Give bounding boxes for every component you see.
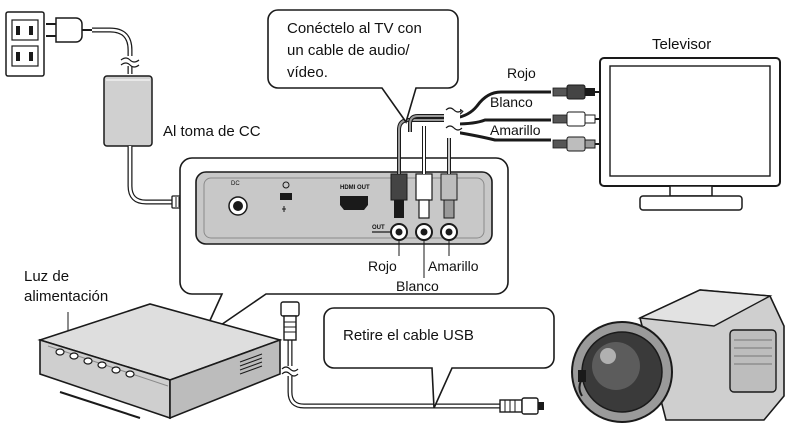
tv-label: Televisor <box>652 36 712 53</box>
blanco-cable-label: Blanco <box>490 94 533 110</box>
av-jacks <box>372 223 458 241</box>
dc-jack-icon <box>228 196 248 216</box>
dc-cord <box>127 146 172 205</box>
amarillo-jack-label: Amarillo <box>428 258 479 274</box>
rca-plug-white-icon <box>552 111 600 127</box>
wall-outlet-icon <box>5 11 45 77</box>
usb-plug-side-icon <box>499 397 544 415</box>
cord-break-mark <box>120 56 140 68</box>
usb-callout-text: Retire el cable USB <box>343 327 474 344</box>
usb-plug-top-icon <box>280 301 300 341</box>
power-light-label-line-2: alimentación <box>24 288 109 305</box>
power-cord <box>92 27 133 74</box>
hdmi-port-label: HDMI OUT <box>340 185 370 191</box>
tv-connection-callout <box>267 9 459 124</box>
hdmi-port-icon <box>340 196 368 210</box>
dvd-burner-icon <box>37 303 283 420</box>
power-plug-icon <box>46 17 92 43</box>
camcorder-icon <box>571 289 785 423</box>
dc-port-label: DC <box>231 181 240 187</box>
tv-callout-line-3: vídeo. <box>287 64 328 81</box>
rca-plug-yellow-icon <box>552 136 600 152</box>
jack-label-leaders <box>398 240 450 278</box>
blanco-jack-label: Blanco <box>396 278 439 294</box>
rca-plug-red-icon <box>552 84 600 100</box>
dc-outlet-label: Al toma de CC <box>163 123 261 140</box>
mini-usb-port-icon <box>280 181 292 212</box>
usb-callout <box>323 307 555 409</box>
tv-callout-line-1: Conéctelo al TV con <box>287 20 422 37</box>
television-icon <box>599 57 781 211</box>
usb-cable <box>281 340 500 409</box>
amarillo-cable-label: Amarillo <box>490 122 541 138</box>
av-out-label: OUT <box>372 225 385 231</box>
power-light-label-line-1: Luz de <box>24 268 70 285</box>
power-cord-inner <box>92 28 132 74</box>
ac-adapter-icon <box>103 75 153 147</box>
rojo-jack-label: Rojo <box>368 258 397 274</box>
tv-callout-line-2: un cable de audio/ <box>287 42 410 59</box>
av-cable-bundle <box>444 90 551 142</box>
rojo-cable-label: Rojo <box>507 65 536 81</box>
av-plug-white <box>415 173 433 219</box>
